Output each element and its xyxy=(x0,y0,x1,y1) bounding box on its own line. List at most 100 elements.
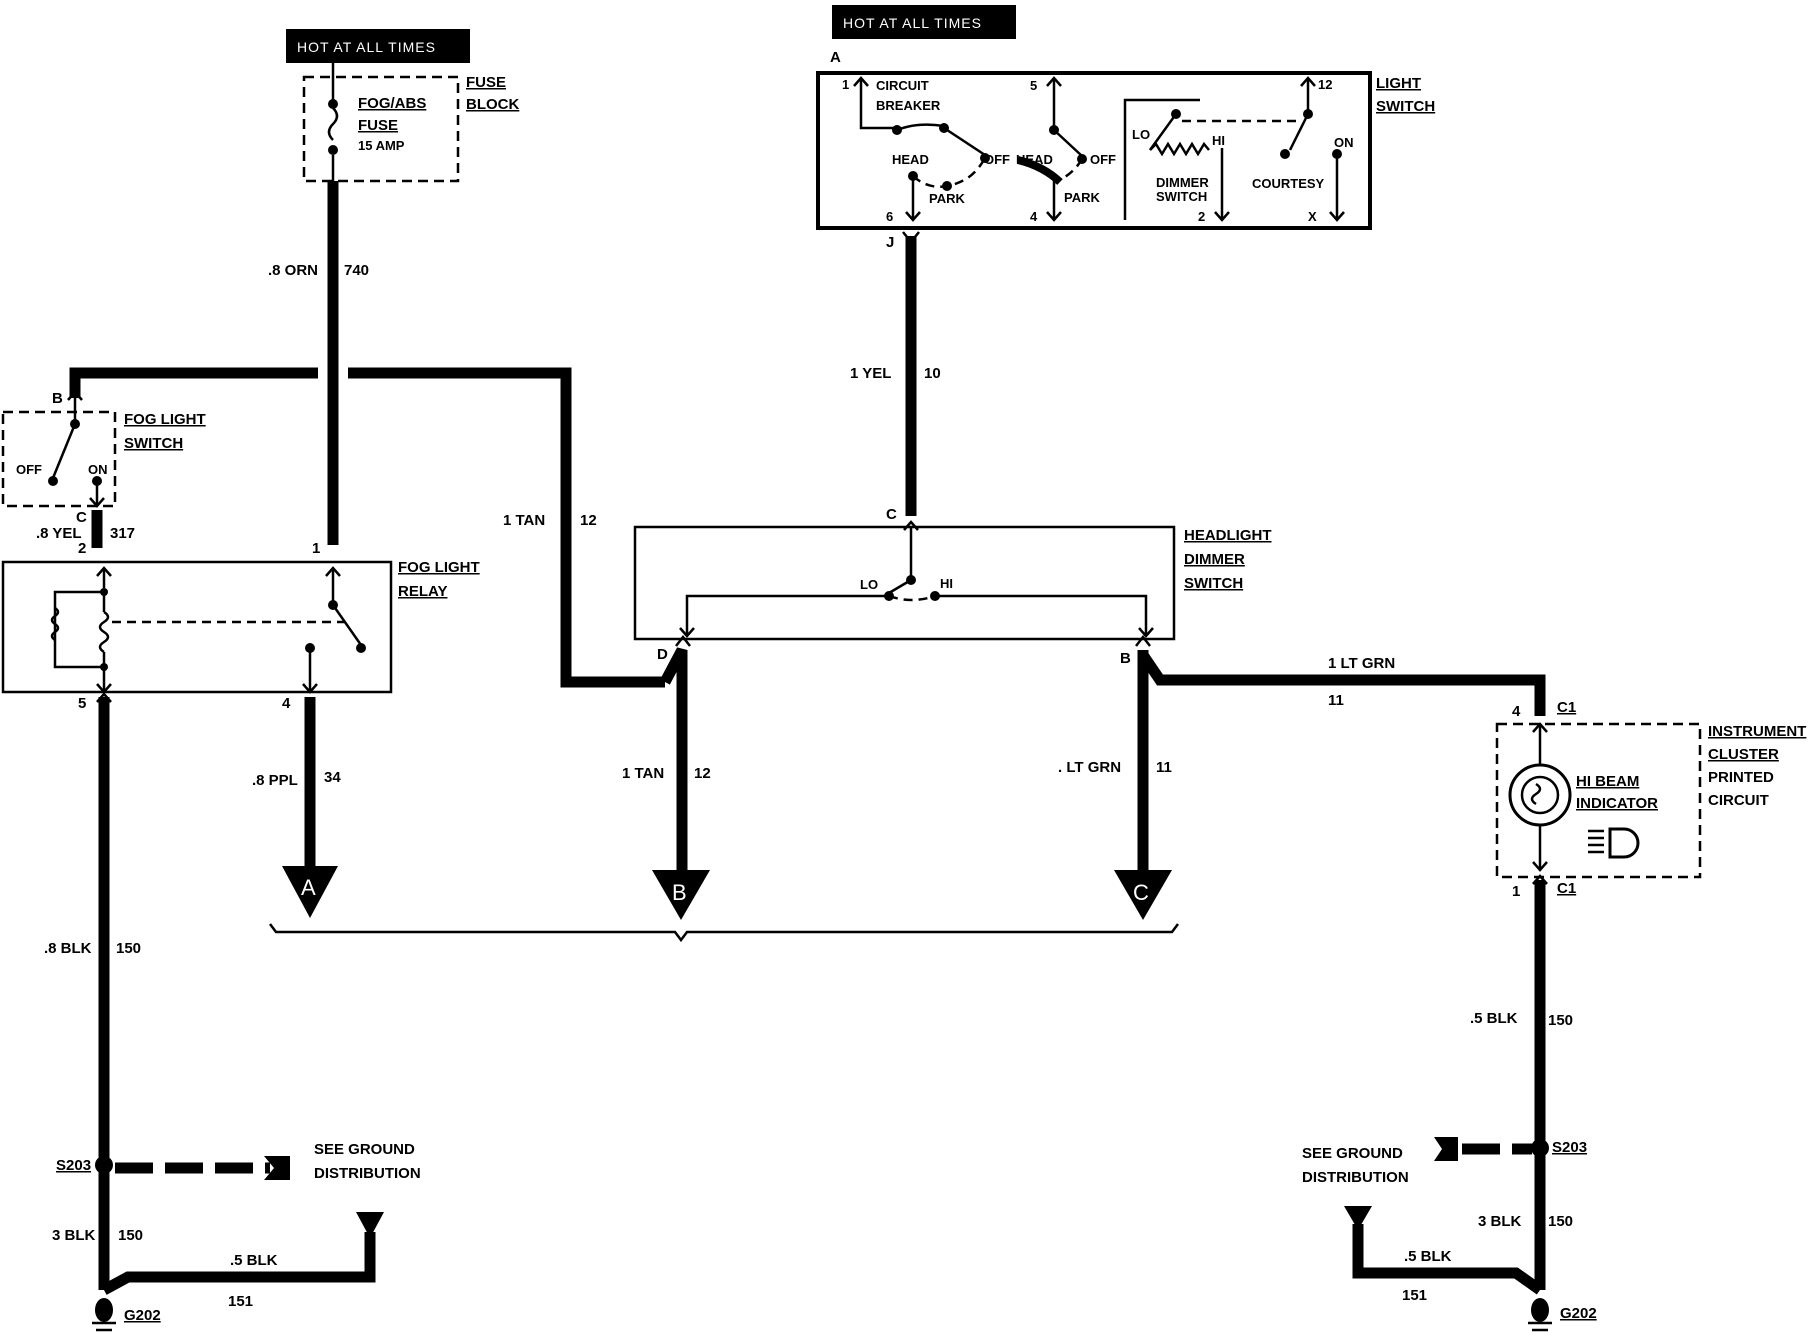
svg-text:OFF: OFF xyxy=(16,462,42,477)
svg-text:C: C xyxy=(886,506,897,523)
svg-text:4: 4 xyxy=(1512,703,1521,720)
svg-text:C1: C1 xyxy=(1557,880,1576,897)
svg-text:X: X xyxy=(1308,209,1317,224)
svg-text:G202: G202 xyxy=(124,1307,161,1324)
svg-text:.5 BLK: .5 BLK xyxy=(1470,1010,1518,1027)
svg-text:150: 150 xyxy=(118,1227,143,1244)
svg-text:ON: ON xyxy=(88,462,108,477)
svg-text:HI: HI xyxy=(1212,133,1225,148)
wire-11-lower: . LT GRN 11 xyxy=(1058,634,1172,872)
svg-text:SWITCH: SWITCH xyxy=(1156,189,1207,204)
svg-text:B: B xyxy=(52,390,63,407)
svg-text:1 TAN: 1 TAN xyxy=(503,512,545,529)
svg-text:1 TAN: 1 TAN xyxy=(622,765,664,782)
svg-text:12: 12 xyxy=(580,512,597,529)
hot-label-switch: HOT AT ALL TIMES xyxy=(832,5,1016,39)
svg-text:4: 4 xyxy=(282,695,291,712)
svg-text:OFF: OFF xyxy=(1090,152,1116,167)
svg-text:INDICATOR: INDICATOR xyxy=(1576,795,1658,812)
svg-text:DIMMER: DIMMER xyxy=(1184,551,1245,568)
svg-text:SEE GROUND: SEE GROUND xyxy=(1302,1145,1403,1162)
svg-text:SWITCH: SWITCH xyxy=(1184,575,1243,592)
svg-text:317: 317 xyxy=(110,525,135,542)
connector-arrow-b: B xyxy=(652,870,710,920)
svg-text:DISTRIBUTION: DISTRIBUTION xyxy=(1302,1169,1409,1186)
instrument-cluster: HI BEAM INDICATOR 4 C1 1 C1 INSTRUMENT C… xyxy=(1495,699,1806,900)
svg-text:J: J xyxy=(886,234,894,251)
svg-text:151: 151 xyxy=(1402,1287,1427,1304)
svg-text:S203: S203 xyxy=(1552,1139,1587,1156)
svg-text:10: 10 xyxy=(924,365,941,382)
hot-label-fuse: HOT AT ALL TIMES xyxy=(286,29,470,63)
svg-text:. LT GRN: . LT GRN xyxy=(1058,759,1121,776)
fog-light-relay: 1 2 4 5 FOG LIGHT RELAY xyxy=(1,540,480,712)
svg-text:C1: C1 xyxy=(1557,699,1576,716)
wire-12-tan-lower: 1 TAN 12 xyxy=(622,634,711,872)
svg-text:DISTRIBUTION: DISTRIBUTION xyxy=(314,1165,421,1182)
svg-text:C: C xyxy=(76,509,87,526)
svg-text:1 YEL: 1 YEL xyxy=(850,365,891,382)
svg-text:3 BLK: 3 BLK xyxy=(1478,1213,1522,1230)
svg-text:CIRCUIT: CIRCUIT xyxy=(876,78,929,93)
svg-text:RELAY: RELAY xyxy=(398,583,447,600)
fuse-block-label-2: BLOCK xyxy=(466,96,519,113)
svg-text:5: 5 xyxy=(1030,78,1037,93)
svg-text:DIMMER: DIMMER xyxy=(1156,175,1209,190)
svg-text:A: A xyxy=(301,875,316,900)
wire-740: .8 ORN 740 xyxy=(268,181,369,545)
wire-12-tan-upper: 1 TAN 12 xyxy=(503,512,597,529)
svg-text:.8 ORN: .8 ORN xyxy=(268,262,318,279)
svg-text:PARK: PARK xyxy=(1064,190,1100,205)
svg-text:.8 PPL: .8 PPL xyxy=(252,772,298,789)
wire-11-cluster: 1 LT GRN 11 xyxy=(1138,651,1546,716)
svg-text:.5 BLK: .5 BLK xyxy=(230,1252,278,1269)
fuse-name-2: FUSE xyxy=(358,117,398,134)
svg-text:B: B xyxy=(1120,650,1131,667)
svg-text:1: 1 xyxy=(1512,883,1520,900)
svg-text:HEAD: HEAD xyxy=(892,152,929,167)
fog-light-switch: OFF ON B C FOG LIGHT SWITCH xyxy=(1,390,206,526)
svg-text:OFF: OFF xyxy=(984,152,1010,167)
wire-34: .8 PPL 34 xyxy=(252,697,341,868)
svg-text:6: 6 xyxy=(886,209,893,224)
svg-text:LIGHT: LIGHT xyxy=(1376,75,1421,92)
svg-text:150: 150 xyxy=(1548,1012,1573,1029)
svg-text:.8 YEL: .8 YEL xyxy=(36,525,82,542)
svg-text:2: 2 xyxy=(78,540,86,557)
light-switch: A 1 CIR xyxy=(816,49,1435,230)
svg-text:12: 12 xyxy=(1318,77,1332,92)
svg-text:G202: G202 xyxy=(1560,1305,1597,1322)
svg-text:ON: ON xyxy=(1334,135,1354,150)
svg-text:BREAKER: BREAKER xyxy=(876,98,941,113)
svg-text:1: 1 xyxy=(842,77,849,92)
svg-text:12: 12 xyxy=(694,765,711,782)
wire-150-right: .5 BLK 150 S203 SEE GROUND DISTRIBUTION … xyxy=(1302,874,1597,1332)
connector-arrow-c: C xyxy=(1114,870,1172,920)
svg-text:C: C xyxy=(1133,880,1149,905)
wire-150-left: .8 BLK 150 S203 SEE GROUND DISTRIBUTION … xyxy=(44,692,421,1332)
svg-text:CIRCUIT: CIRCUIT xyxy=(1708,792,1769,809)
svg-text:5: 5 xyxy=(78,695,86,712)
svg-text:LO: LO xyxy=(1132,127,1150,142)
svg-text:HI: HI xyxy=(940,576,953,591)
svg-text:1 LT GRN: 1 LT GRN xyxy=(1328,655,1395,672)
fuse-block: FOG/ABS FUSE 15 AMP FUSE BLOCK xyxy=(302,63,519,183)
svg-text:.5 BLK: .5 BLK xyxy=(1404,1248,1452,1265)
svg-text:D: D xyxy=(657,646,668,663)
headlight-dimmer-switch: LO HI C D B HEADLIGHT DIMMER SWITCH xyxy=(633,506,1272,667)
ground-symbol-left xyxy=(92,1298,116,1332)
svg-text:COURTESY: COURTESY xyxy=(1252,176,1325,191)
svg-text:34: 34 xyxy=(324,769,341,786)
svg-text:HOT AT ALL TIMES: HOT AT ALL TIMES xyxy=(843,15,982,31)
svg-text:PARK: PARK xyxy=(929,191,965,206)
svg-text:SWITCH: SWITCH xyxy=(1376,98,1435,115)
svg-text:1: 1 xyxy=(312,540,320,557)
wire-10: J 1 YEL 10 xyxy=(850,231,941,516)
fuse-block-label: FUSE xyxy=(466,74,506,91)
svg-text:PRINTED: PRINTED xyxy=(1708,769,1774,786)
svg-text:HOT AT ALL TIMES: HOT AT ALL TIMES xyxy=(297,39,436,55)
svg-text:150: 150 xyxy=(1548,1213,1573,1230)
svg-text:4: 4 xyxy=(1030,209,1038,224)
fuse-amp: 15 AMP xyxy=(358,138,405,153)
